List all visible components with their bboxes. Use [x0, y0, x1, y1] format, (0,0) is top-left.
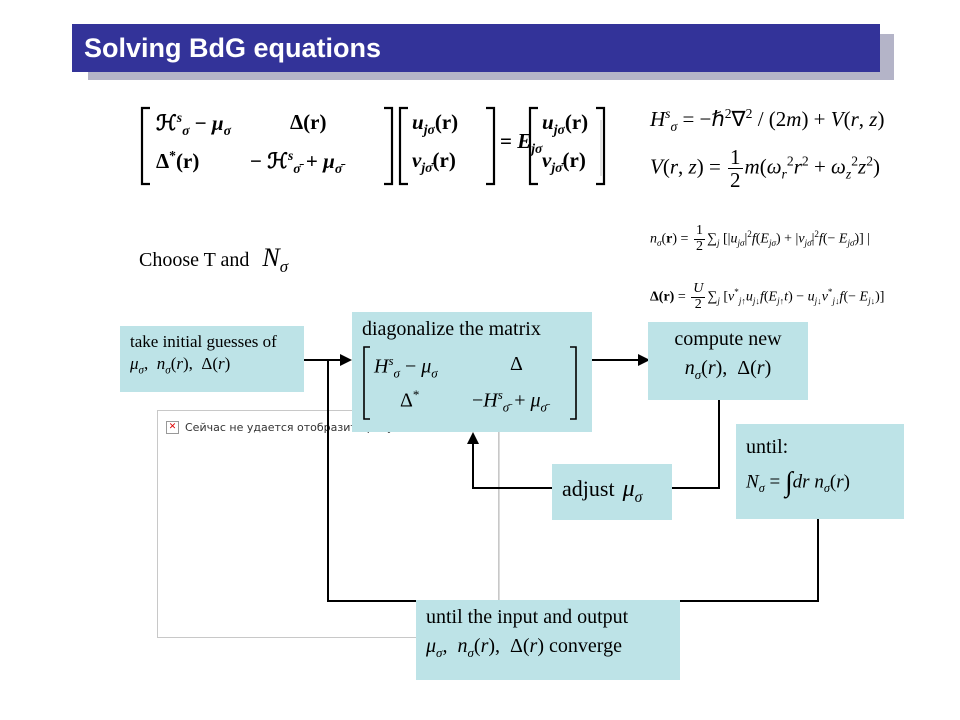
line-up-to-diag [472, 442, 474, 488]
slide-title: Solving BdG equations [72, 24, 880, 72]
compute-new-formula: nσ(r), Δ(r) [684, 357, 772, 382]
arrowhead-icon [340, 354, 352, 366]
diagonalize-matrix: Hsσ − μσ Δ Δ* −Hsσ̄ + μσ̄ [362, 345, 582, 421]
adjust-mu: μσ [622, 476, 643, 506]
line-to-adjust [672, 487, 720, 489]
choose-text: Choose T and Nσ [139, 243, 288, 277]
broken-image-notice: ✕ Сейчас не удается отобразить рису [166, 421, 393, 434]
diagonalize-label: diagonalize the matrix [362, 318, 541, 340]
initial-guess-box: take initial guesses of μσ, nσ(r), Δ(r) [120, 326, 304, 392]
hamiltonian-equation: Hsσ = −ℏ2∇2 / (2m) + V(r, z) [650, 106, 885, 135]
convergence-formula: μσ, nσ(r), Δ(r) converge [426, 635, 622, 660]
until-label: until: [746, 436, 789, 458]
line-adjust-left [472, 487, 552, 489]
line-bottom-left [327, 600, 417, 602]
convergence-label: until the input and output [426, 606, 629, 628]
until-box: until: Nσ = ∫dr nσ(r) [736, 424, 904, 519]
convergence-word: converge [549, 635, 622, 657]
adjust-label: adjust [562, 476, 615, 501]
line-until-down [817, 519, 819, 601]
adjust-box: adjust μσ [552, 464, 672, 520]
broken-image-text: Сейчас не удается отобразить рису [185, 421, 394, 434]
placeholder-divider [499, 411, 500, 637]
broken-image-icon: ✕ [166, 421, 179, 434]
compute-new-label: compute new [674, 328, 782, 350]
choose-label: Choose T and [139, 249, 250, 271]
arrow-initial-to-diag-shaft [304, 359, 344, 361]
arrow-diag-to-compute-shaft [592, 359, 642, 361]
line-compute-down [718, 400, 720, 488]
diagonalize-box: diagonalize the matrix Hsσ − μσ Δ Δ* −Hs… [352, 312, 592, 432]
initial-guess-label: take initial guesses of [130, 332, 277, 351]
bdg-brackets [140, 106, 606, 186]
arrowhead-icon [467, 432, 479, 444]
arrowhead-icon [638, 354, 650, 366]
until-formula: Nσ = ∫dr nσ(r) [746, 467, 850, 498]
line-left-up [327, 359, 329, 601]
initial-guess-formula: μσ, nσ(r), Δ(r) [130, 354, 231, 377]
compute-new-box: compute new nσ(r), Δ(r) [648, 322, 808, 400]
convergence-box: until the input and output μσ, nσ(r), Δ(… [416, 600, 680, 680]
n-sigma-symbol: Nσ [262, 243, 289, 277]
line-bottom-right [680, 600, 819, 602]
matrix-brackets [363, 346, 577, 420]
